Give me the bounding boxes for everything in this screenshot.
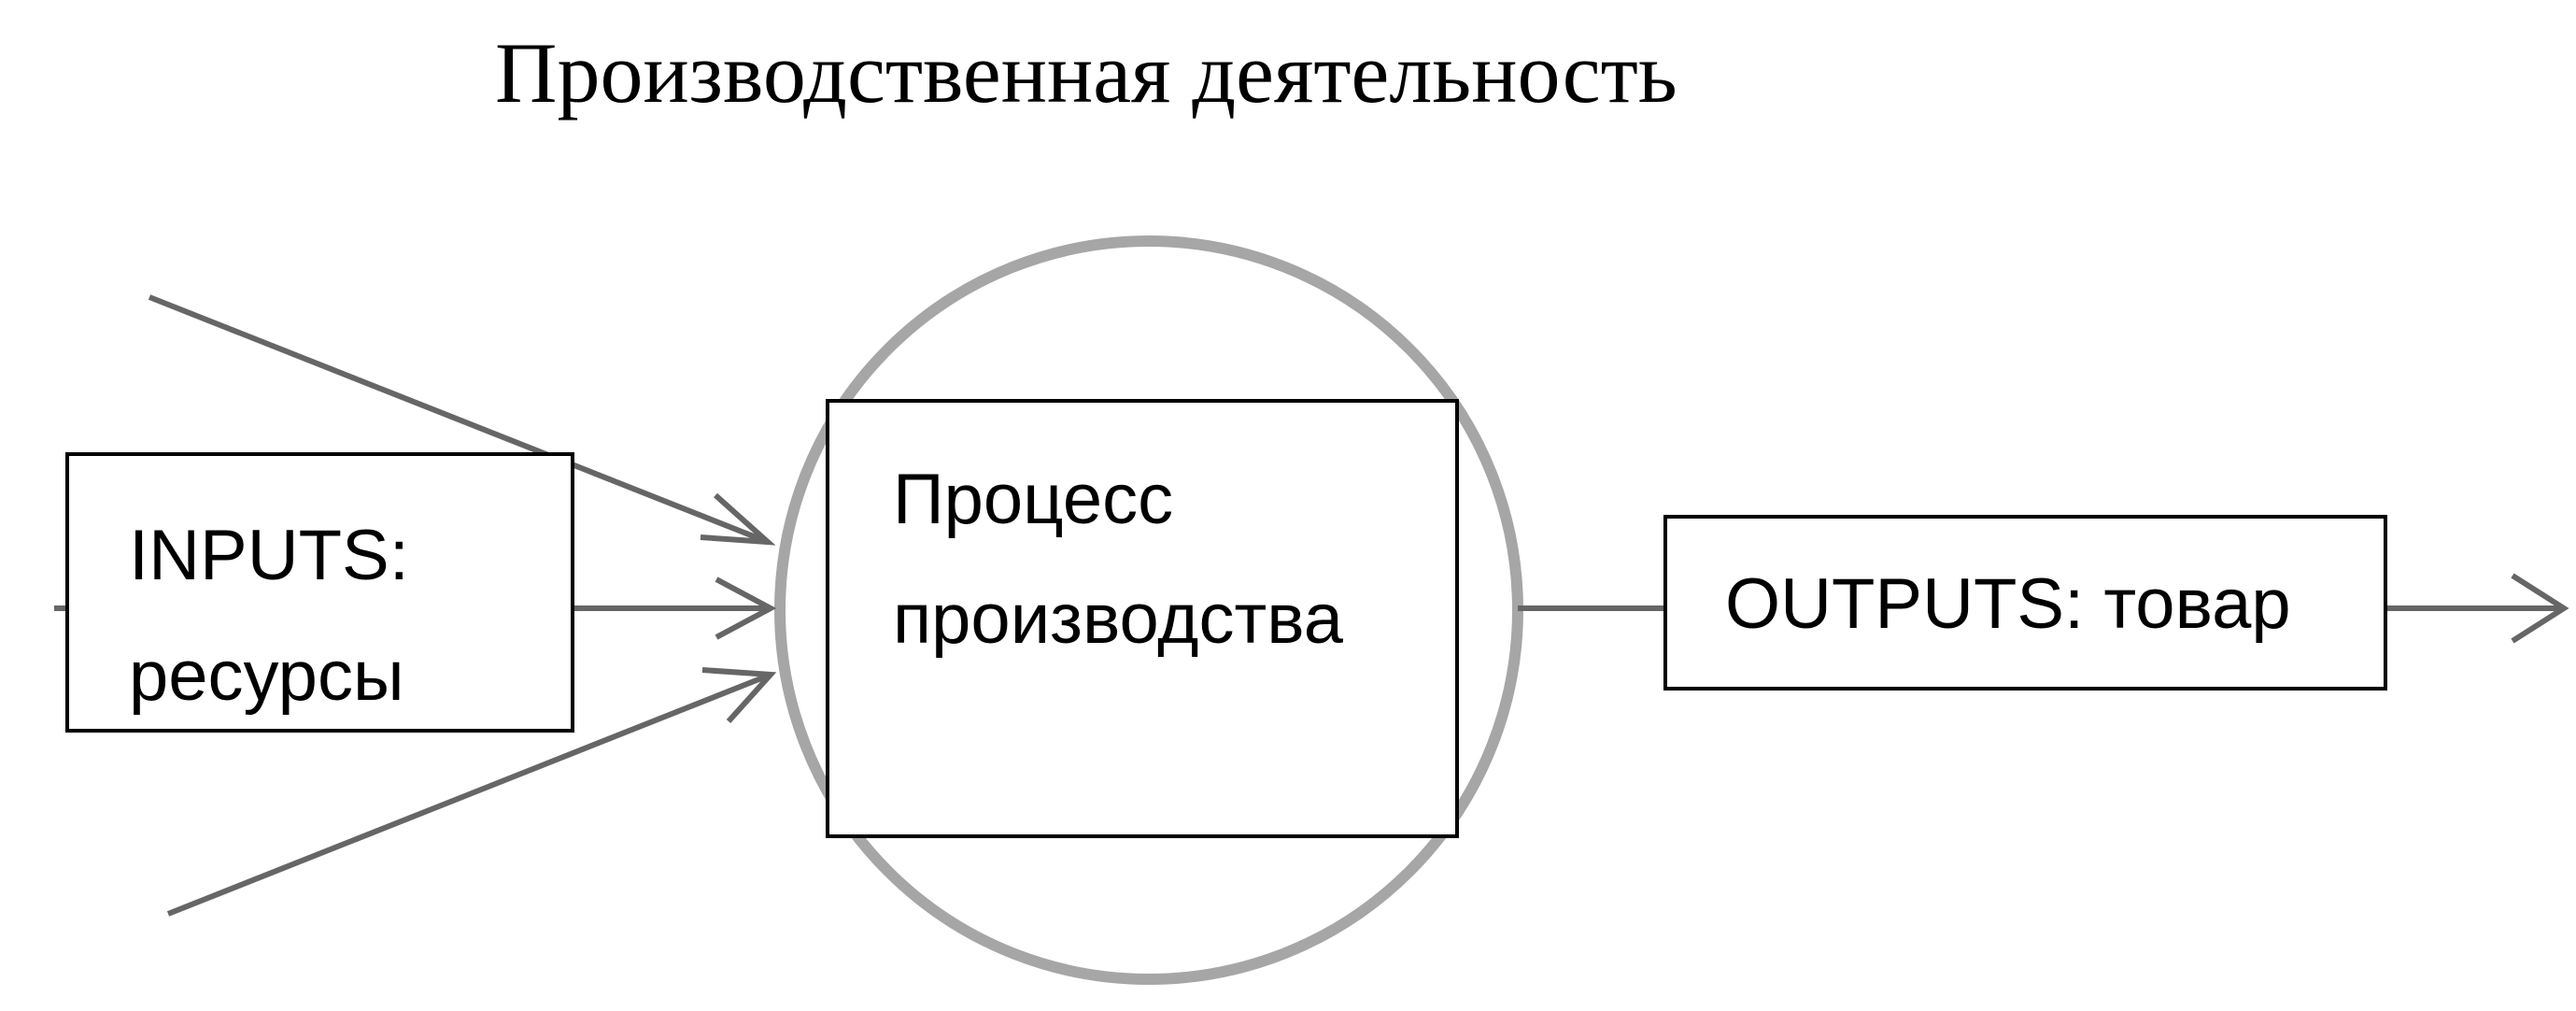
process-label-line-2: производства: [893, 579, 1344, 659]
upper-input-arrowhead: [700, 492, 776, 546]
outputs-label: OUTPUTS: товар: [1725, 564, 2291, 644]
process-box: Процесс производства: [826, 399, 1459, 838]
inputs-label-line-2: ресурсы: [129, 636, 404, 716]
inputs-box: INPUTS: ресурсы: [65, 452, 574, 733]
lower-input-arrowhead: [701, 667, 777, 724]
inputs-label-line-1: INPUTS:: [129, 516, 409, 595]
process-label-line-1: Процесс: [893, 460, 1174, 539]
output-arrowhead: [2511, 573, 2569, 644]
process-label: Процесс производства: [893, 440, 1343, 679]
outputs-box: OUTPUTS: товар: [1663, 515, 2387, 691]
diagram-title: Производственная деятельность: [495, 25, 1677, 121]
inputs-label: INPUTS: ресурсы: [129, 495, 409, 736]
middle-input-arrowhead: [715, 577, 777, 640]
lower-input-arrow-line: [166, 672, 772, 917]
upper-input-arrow-line: [148, 294, 770, 545]
